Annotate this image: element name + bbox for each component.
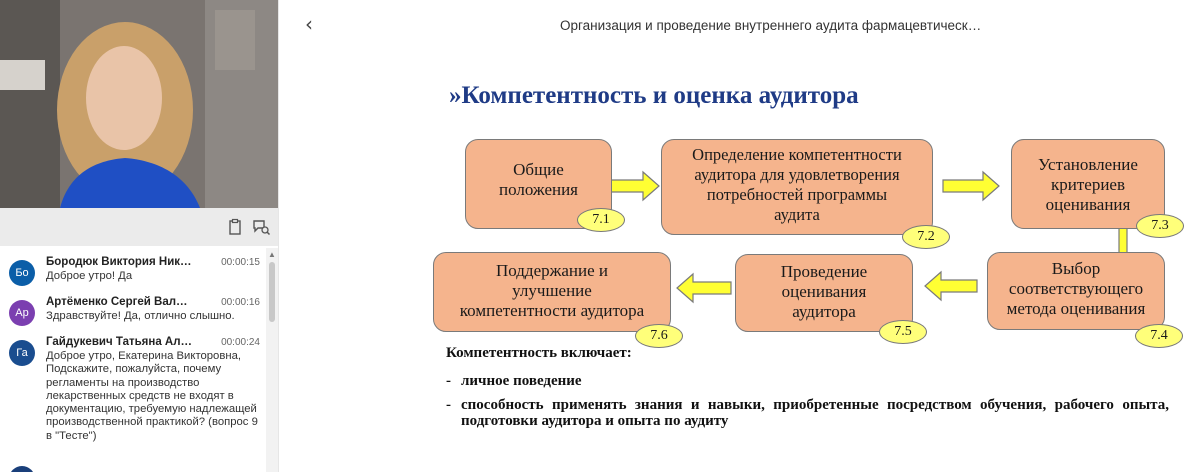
- box-line: Выбор: [1051, 259, 1101, 278]
- box-line: Установление: [1038, 155, 1138, 174]
- process-box-7-5: Проведение оценивания аудитора: [735, 254, 913, 332]
- step-badge: 7.2: [902, 225, 950, 249]
- box-line: оценивания: [1045, 195, 1131, 214]
- step-badge: 7.4: [1135, 324, 1183, 348]
- box-line: аудитора для удовлетворения: [694, 165, 900, 184]
- box-line: потребностей программы: [706, 185, 888, 204]
- avatar: [9, 466, 35, 472]
- chat-message-list[interactable]: Бо Бородюк Виктория Ник… 00:00:15 Доброе…: [0, 248, 266, 472]
- scroll-up-icon[interactable]: ▲: [268, 250, 276, 259]
- step-badge: 7.3: [1136, 214, 1184, 238]
- scroll-thumb[interactable]: [269, 262, 275, 322]
- box-line: компетентности аудитора: [459, 301, 645, 320]
- bullet-dash: -: [446, 397, 451, 413]
- box-line: Общие: [513, 160, 564, 179]
- box-line: Определение компетентности: [692, 145, 902, 164]
- avatar: Ар: [9, 300, 35, 326]
- sender-name: Артёменко Сергей Вал…: [46, 296, 188, 308]
- box-line: критериев: [1050, 175, 1125, 194]
- process-box-7-2: Определение компетентности аудитора для …: [661, 139, 933, 235]
- step-badge: 7.1: [577, 208, 625, 232]
- slide-title: »Компетентность и оценка аудитора: [449, 82, 859, 109]
- presenter-video-frame: [0, 0, 278, 208]
- box-line: Проведение: [780, 262, 868, 281]
- box-line: соответствующего: [1008, 279, 1144, 298]
- competence-heading: Компетентность включает:: [446, 345, 632, 361]
- process-box-7-4: Выбор соответствующего метода оценивания: [987, 252, 1165, 330]
- sender-name: Гайдукевич Татьяна Ал…: [46, 336, 193, 348]
- arrow-left-icon: [676, 272, 732, 304]
- box-line: метода оценивания: [1006, 299, 1146, 318]
- presentation-slide: »Компетентность и оценка аудитора Общие …: [425, 52, 1190, 472]
- bullet-item: - способность применять знания и навыки,…: [446, 397, 1176, 433]
- webcam-video: [0, 0, 278, 208]
- box-line: аудитора: [792, 302, 856, 321]
- box-line: оценивания: [781, 282, 867, 301]
- message-text: Доброе утро, Екатерина Викторовна, Подск…: [46, 350, 258, 442]
- bullet-text: способность применять знания и навыки, п…: [461, 397, 1169, 429]
- bullet-text: личное поведение: [461, 373, 582, 389]
- chat-search-icon[interactable]: [251, 217, 271, 237]
- box-line: Поддержание и: [495, 261, 608, 280]
- clipboard-icon[interactable]: [225, 217, 245, 237]
- avatar: Бо: [9, 260, 35, 286]
- process-box-7-3: Установление критериев оценивания: [1011, 139, 1165, 229]
- arrow-right-icon: [610, 170, 660, 202]
- bullet-item: - личное поведение: [446, 373, 1166, 391]
- arrow-right-icon: [942, 170, 1000, 202]
- avatar: Га: [9, 340, 35, 366]
- box-line: улучшение: [512, 281, 592, 300]
- box-line: положения: [498, 180, 578, 199]
- bullet-dash: -: [446, 373, 451, 389]
- box-line: аудита: [774, 205, 820, 224]
- message-time: 00:00:15: [221, 257, 260, 268]
- chat-scrollbar[interactable]: ▲: [266, 248, 278, 472]
- sender-name: Бородюк Виктория Ник…: [46, 256, 192, 268]
- message-time: 00:00:16: [221, 297, 260, 308]
- step-badge: 7.6: [635, 324, 683, 348]
- left-panel: Бо Бородюк Виктория Ник… 00:00:15 Доброе…: [0, 0, 279, 472]
- message-time: 00:00:24: [221, 337, 260, 348]
- message-text: Здравствуйте! Да, отлично слышно.: [46, 310, 235, 322]
- step-badge: 7.5: [879, 320, 927, 344]
- back-chevron-icon[interactable]: ‹: [305, 12, 313, 36]
- arrow-left-icon: [924, 270, 978, 302]
- process-box-7-6: Поддержание и улучшение компетентности а…: [433, 252, 671, 332]
- document-title: Организация и проведение внутреннего ауд…: [560, 18, 982, 33]
- message-text: Доброе утро! Да: [46, 270, 133, 282]
- chat-toolbar: [0, 208, 278, 246]
